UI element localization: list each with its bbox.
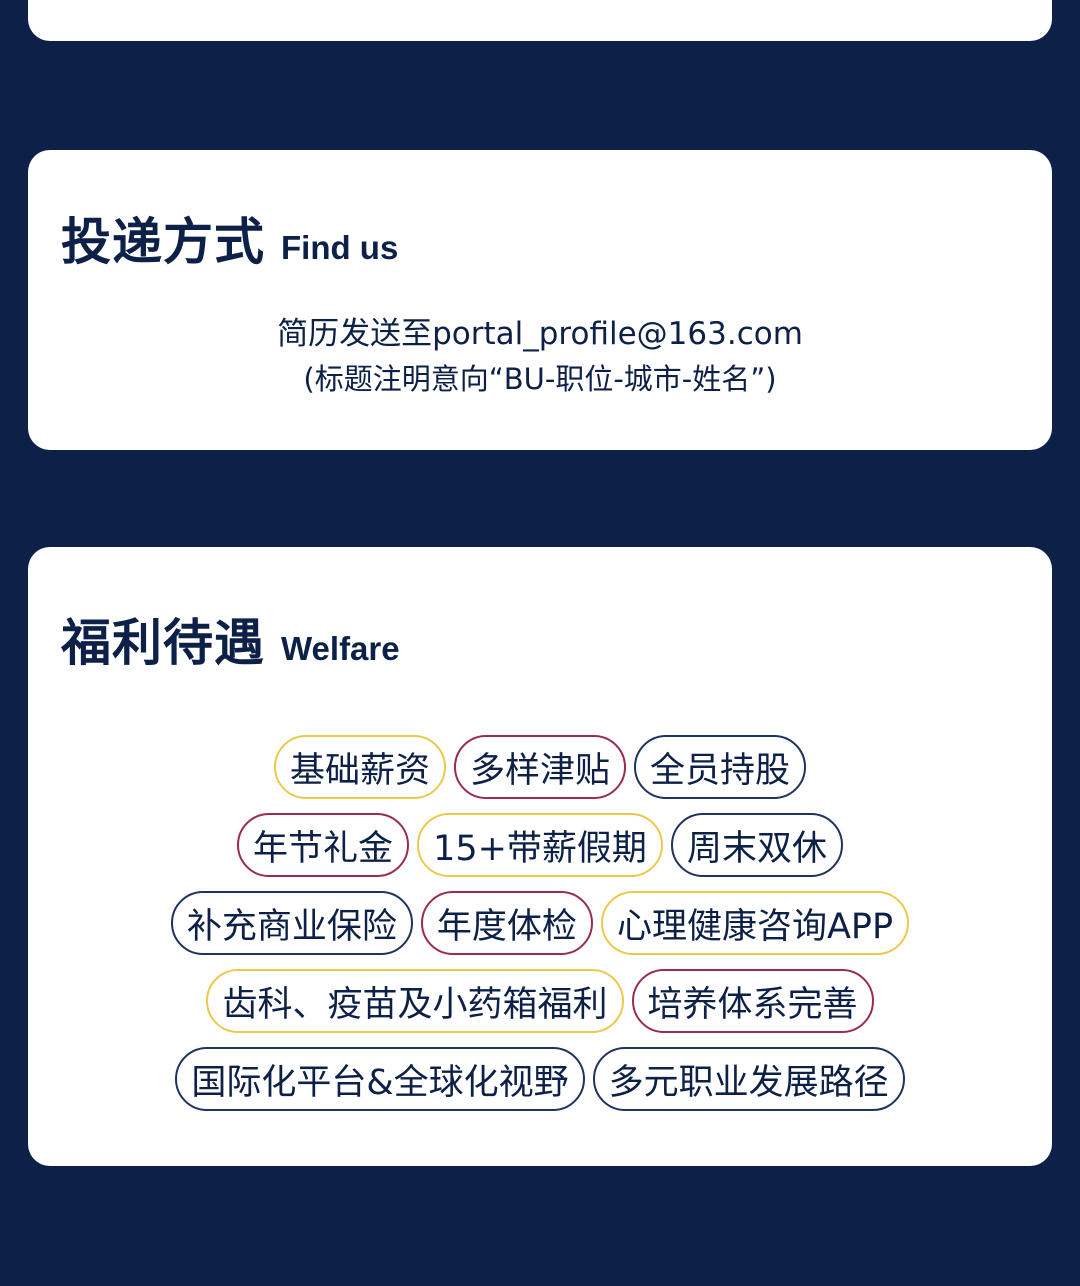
resume-email-line: 简历发送至portal_profile@163.com: [277, 316, 803, 352]
benefit-tag: 周末双休: [670, 813, 843, 877]
benefit-tag: 培养体系完善: [631, 969, 874, 1033]
welfare-section-subtitle: Welfare: [281, 630, 400, 667]
benefit-tag: 多元职业发展路径: [592, 1047, 905, 1111]
benefit-tag-row: 齿科、疫苗及小药箱福利 培养体系完善: [28, 969, 1052, 1033]
benefit-tag-row: 补充商业保险 年度体检 心理健康咨询APP: [28, 891, 1052, 955]
benefit-tag-list: 基础薪资 多样津贴 全员持股 年节礼金 15+带薪假期 周末双休 补充商业保险 …: [28, 735, 1052, 1121]
benefit-tag: 15+带薪假期: [417, 813, 663, 877]
contact-section-header: 投递方式 Find us: [61, 202, 398, 274]
welfare-section-title: 福利待遇: [61, 614, 265, 672]
welfare-section-header: 福利待遇 Welfare: [61, 603, 400, 675]
benefit-tag: 补充商业保险: [170, 891, 413, 955]
benefit-tag: 齿科、疫苗及小药箱福利: [206, 969, 624, 1033]
benefit-tag: 基础薪资: [273, 735, 446, 799]
benefit-tag: 全员持股: [634, 735, 807, 799]
benefit-tag-row: 年节礼金 15+带薪假期 周末双休: [28, 813, 1052, 877]
email-subject-note: (标题注明意向“BU-职位-城市-姓名”): [303, 362, 777, 396]
contact-section-title: 投递方式: [61, 213, 265, 271]
benefit-tag: 国际化平台&全球化视野: [175, 1047, 585, 1111]
benefit-tag-row: 基础薪资 多样津贴 全员持股: [28, 735, 1052, 799]
welfare-section-card: 福利待遇 Welfare 基础薪资 多样津贴 全员持股 年节礼金 15+带薪假期…: [28, 547, 1052, 1166]
contact-section-card: 投递方式 Find us 简历发送至portal_profile@163.com…: [28, 150, 1052, 450]
benefit-tag: 年节礼金: [237, 813, 410, 877]
benefit-tag: 多样津贴: [453, 735, 626, 799]
contact-section-subtitle: Find us: [281, 229, 399, 266]
benefit-tag: 心理健康咨询APP: [600, 891, 910, 955]
benefit-tag-row: 国际化平台&全球化视野 多元职业发展路径: [28, 1047, 1052, 1111]
benefit-tag: 年度体检: [420, 891, 593, 955]
previous-section-card: [28, 0, 1052, 41]
